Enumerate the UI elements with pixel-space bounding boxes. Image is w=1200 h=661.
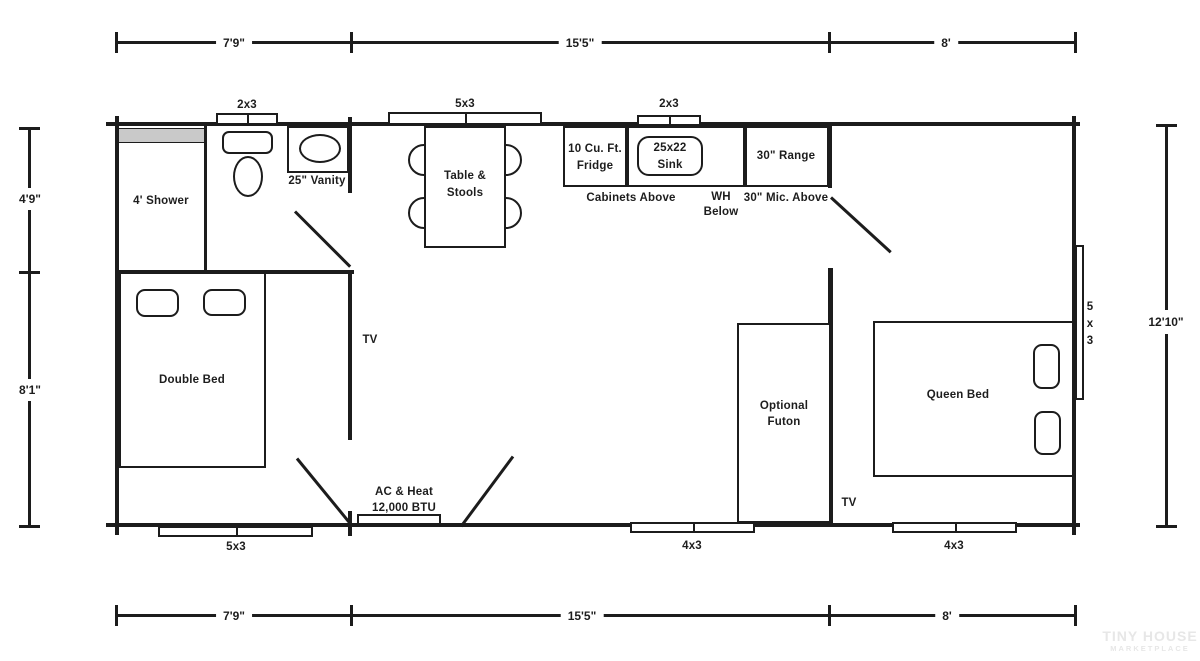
futon-label-line1: Optional <box>759 400 809 412</box>
vanity-label: 25" Vanity <box>288 175 346 187</box>
window-bottom-left <box>158 526 313 537</box>
wall-bottom <box>106 523 1080 527</box>
dim-label-top-3: 8' <box>934 36 958 50</box>
dim-tick <box>828 32 831 53</box>
window-sink-top <box>637 115 701 126</box>
kitchen-sink <box>637 136 703 176</box>
window-bath-top <box>216 113 278 125</box>
window-label: 5x3 <box>455 98 475 110</box>
dim-tick <box>1156 124 1177 127</box>
dim-tick <box>19 525 40 528</box>
window-label: 3 <box>1086 335 1094 347</box>
wall-left <box>115 116 119 535</box>
wall-vanity-right <box>348 117 352 193</box>
toilet-tank <box>222 131 273 154</box>
dim-tick <box>115 605 118 626</box>
window-bottom-right <box>892 522 1017 533</box>
wall-top <box>106 122 1080 126</box>
cabinets-above-label: Cabinets Above <box>586 192 676 204</box>
dim-label-left-2: 8'1" <box>19 379 41 401</box>
tv-bedroom-label: TV <box>362 334 378 346</box>
dim-line-left <box>28 128 31 527</box>
dim-label-top-2: 15'5" <box>558 36 602 50</box>
door-bathroom <box>293 210 352 268</box>
dim-label-left-1: 4'9" <box>19 188 41 210</box>
fridge <box>563 126 627 187</box>
fridge-label-line1: 10 Cu. Ft. <box>568 143 622 155</box>
futon <box>737 323 831 523</box>
wh-label-line2: Below <box>703 206 739 218</box>
window-label: 2x3 <box>237 99 257 111</box>
dim-tick <box>1074 605 1077 626</box>
ac-label-line2: 12,000 BTU <box>371 502 437 514</box>
toilet-bowl <box>233 156 263 197</box>
ac-heat-unit <box>357 514 441 525</box>
wall-kitchen-right <box>828 122 832 188</box>
fridge-label-line2: Fridge <box>576 160 614 172</box>
dim-label-bottom-2: 15'5" <box>560 609 604 623</box>
dim-tick <box>350 605 353 626</box>
door-kitchen-hall <box>829 196 892 254</box>
watermark: TINY HOUSE MARKETPLACE <box>1098 628 1200 654</box>
window-right-side <box>1075 245 1084 400</box>
dim-tick <box>350 32 353 53</box>
watermark-line1: TINY HOUSE <box>1102 628 1198 644</box>
dim-tick <box>1074 32 1077 53</box>
range-label: 30" Range <box>756 150 816 162</box>
door-entry-right <box>459 455 515 528</box>
dim-tick <box>19 127 40 130</box>
dim-tick <box>1156 525 1177 528</box>
wall-right <box>1072 116 1076 535</box>
window-label: 5 <box>1086 301 1094 313</box>
table-label-line2: Stools <box>446 187 484 199</box>
pillow <box>1034 411 1061 455</box>
shower-head-strip <box>118 128 205 143</box>
dim-tick <box>828 605 831 626</box>
wh-label-line1: WH <box>711 191 731 203</box>
dim-label-top-1: 7'9" <box>216 36 252 50</box>
ac-label-line1: AC & Heat <box>374 486 434 498</box>
window-divider <box>235 528 238 535</box>
dim-tick <box>19 271 40 274</box>
vanity-sink <box>299 134 341 163</box>
shower-label: 4' Shower <box>133 195 189 207</box>
tv-living-label: TV <box>841 497 857 509</box>
window-divider <box>692 524 695 531</box>
range <box>745 126 829 187</box>
mic-above-label: 30" Mic. Above <box>743 192 829 204</box>
wall-bedroom <box>348 270 352 440</box>
window-label: 2x3 <box>659 98 679 110</box>
sink-label-line2: Sink <box>657 159 683 171</box>
door-entry-left <box>295 457 352 526</box>
window-label: 5x3 <box>226 541 246 553</box>
sink-label-line1: 25x22 <box>653 142 687 154</box>
queen-bed-label: Queen Bed <box>926 389 990 401</box>
dim-label-right: 12'10" <box>1148 310 1184 334</box>
double-bed-label: Double Bed <box>159 374 225 386</box>
window-dinette-top <box>388 112 542 125</box>
dim-tick <box>115 32 118 53</box>
pillow <box>1033 344 1060 389</box>
window-divider <box>954 524 957 531</box>
window-bottom-middle <box>630 522 755 533</box>
wall-shower-divider <box>204 124 207 274</box>
pillow <box>203 289 246 316</box>
pillow <box>136 289 179 317</box>
dim-label-bottom-3: 8' <box>935 609 959 623</box>
table <box>424 126 506 248</box>
futon-label-line2: Futon <box>767 416 801 428</box>
window-divider <box>465 114 467 123</box>
table-label-line1: Table & <box>443 170 487 182</box>
window-label: x <box>1086 318 1094 330</box>
watermark-line2: MARKETPLACE <box>1110 644 1190 653</box>
window-label: 4x3 <box>682 540 702 552</box>
window-label: 4x3 <box>944 540 964 552</box>
window-divider <box>669 117 671 124</box>
window-divider <box>247 115 249 123</box>
dim-label-bottom-1: 7'9" <box>216 609 252 623</box>
